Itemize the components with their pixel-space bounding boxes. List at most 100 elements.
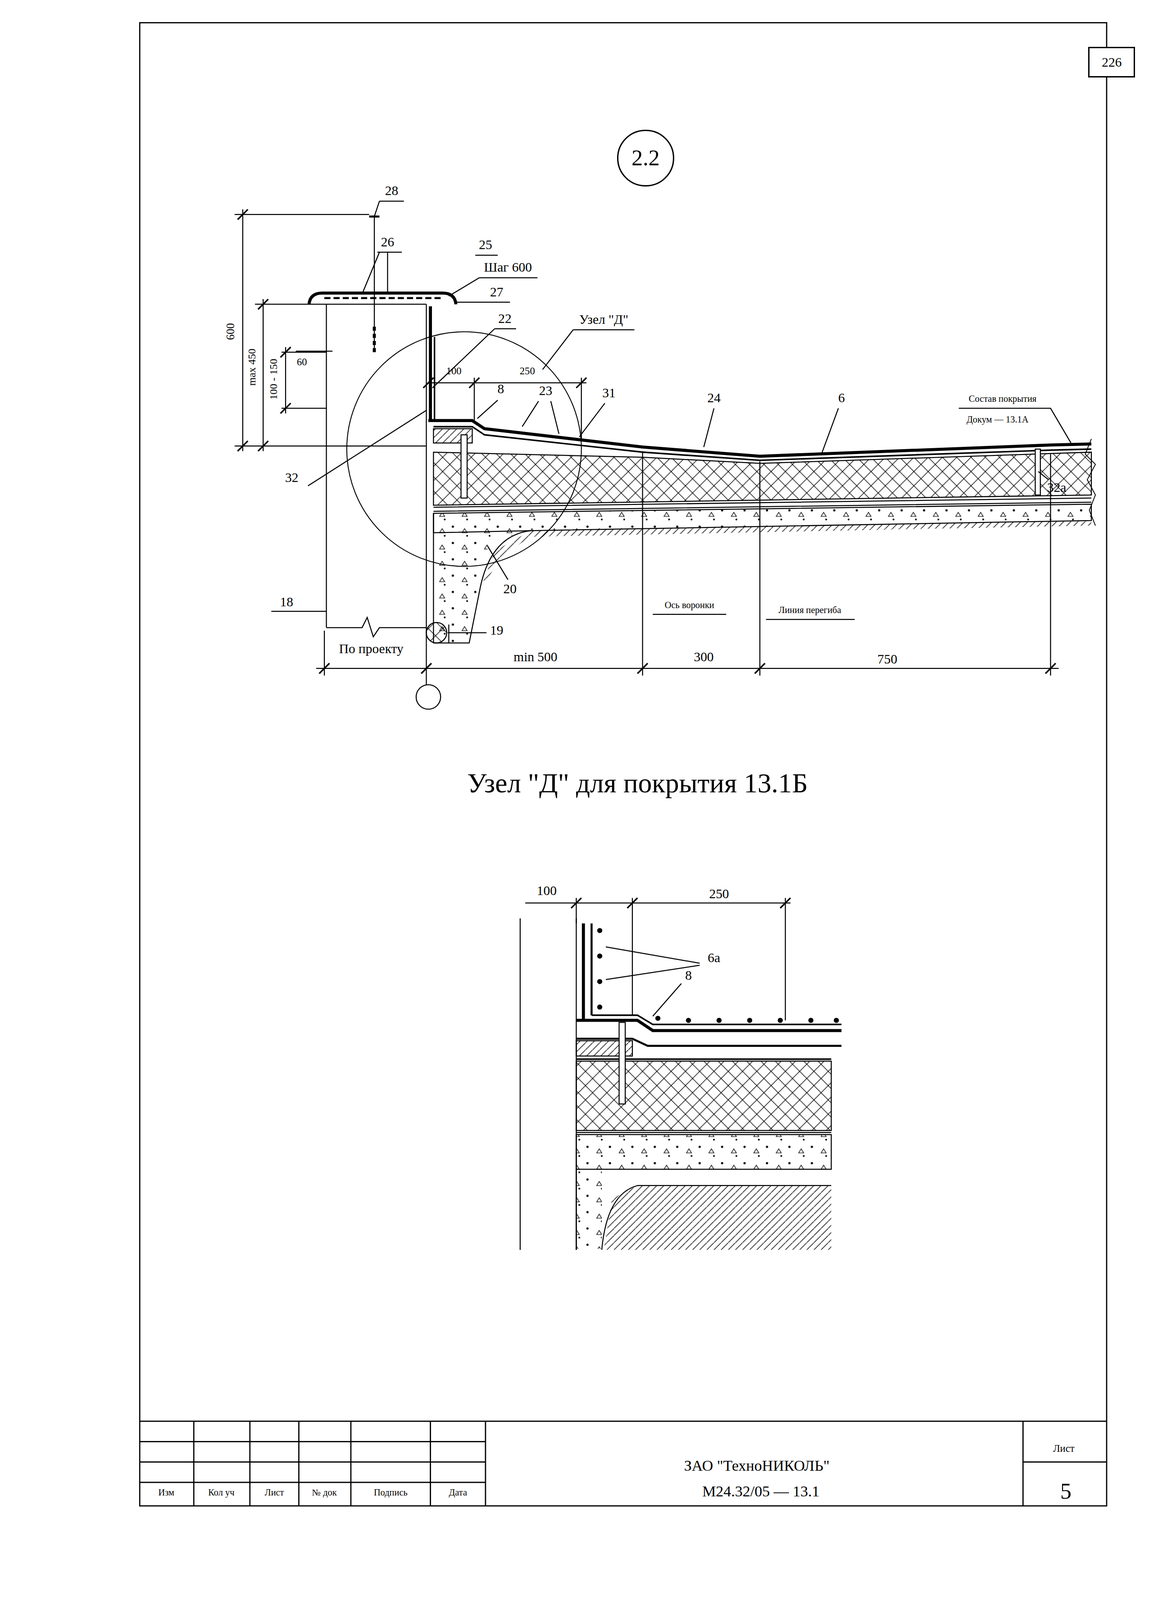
callout-number: 18 [280, 594, 294, 609]
sheet-frame-part [429, 1421, 432, 1506]
main-section-part [487, 545, 508, 580]
drawing-part-part [655, 1015, 661, 1021]
detail-d-part [581, 923, 586, 1021]
main-section-part [416, 684, 441, 709]
callout-number: 6а [707, 950, 721, 965]
callout-number: 60 [296, 356, 308, 368]
main-section-part [477, 399, 498, 419]
main-section-part [438, 530, 531, 643]
callout-number: 22 [498, 310, 512, 326]
main-section-part [581, 377, 582, 441]
main-section-part [324, 297, 443, 300]
drawing-label: Шаг 600 [484, 259, 532, 275]
main-section-part [432, 328, 517, 388]
detail-d-part [619, 1022, 626, 1104]
callout-number: 31 [602, 385, 616, 400]
drawing-label: max 450 [245, 348, 258, 386]
callout-number: 25 [478, 237, 492, 252]
detail-d-part [571, 897, 791, 909]
drawing-label: ЗАО "ТехноНИКОЛЬ" [684, 1457, 830, 1474]
drawing-part-part [747, 1017, 753, 1023]
drawing-label: Лист [264, 1487, 285, 1498]
main-section-part [295, 350, 333, 352]
main-section-part [522, 401, 559, 434]
main-section-part [433, 513, 531, 644]
main-section-part [426, 622, 447, 643]
drawing-label: Ось воронки [664, 599, 715, 610]
detail-d-part [525, 902, 791, 904]
callout-number: 32 [285, 470, 299, 485]
drawing-part [597, 927, 840, 1023]
main-section-part [281, 351, 327, 353]
detail-d-part [591, 1015, 842, 1025]
drawing-label: Состав покрытия [968, 393, 1037, 404]
callout-number: 8 [497, 381, 505, 396]
drawing-part-part [597, 978, 603, 984]
callout-number: 28 [385, 183, 399, 198]
drawing-label: М24.32/05 — 13.1 [702, 1482, 820, 1500]
main-section-part [461, 434, 468, 498]
main-section-part [428, 306, 432, 421]
main-section-part [425, 642, 427, 685]
main-section-part [423, 377, 587, 388]
callout-number: 250 [519, 365, 536, 377]
main-section-part [652, 613, 727, 615]
detail-d-part [576, 1020, 842, 1031]
main-section-part [428, 382, 587, 384]
main-section-part [447, 631, 487, 633]
drawing-part-part [808, 1017, 814, 1023]
callout-number: 6 [838, 390, 845, 405]
detail-d-part [603, 1185, 832, 1250]
main-section-part [285, 347, 287, 414]
drawing-part-part [716, 1017, 722, 1023]
detail-d-part [576, 1057, 831, 1060]
callout-number: 8 [685, 967, 692, 983]
drawing-label: Линия перегиба [778, 604, 842, 615]
drawing-part-part [597, 953, 603, 959]
main-section-part [374, 201, 405, 217]
sheet-frame-part [350, 1421, 352, 1506]
callout-number: 27 [490, 284, 504, 299]
callout-number: 20 [503, 581, 517, 596]
main-section-part [455, 301, 510, 303]
main-section-part [821, 408, 839, 455]
detail-d-part [652, 983, 682, 1017]
main-section-part [281, 407, 327, 409]
main-section-part [271, 610, 327, 612]
sheet-frame-part [298, 1421, 300, 1506]
main-section-part [262, 299, 264, 451]
drawing-label: По проекту [339, 641, 404, 656]
sheet-frame-part [485, 1421, 487, 1506]
drawing-label: Кол уч [208, 1487, 235, 1498]
drawing-label: Дата [448, 1487, 468, 1498]
main-section [234, 201, 1096, 710]
callout-number: 5 [1060, 1478, 1072, 1504]
main-section-part [433, 452, 1092, 506]
callout-number: 750 [877, 651, 898, 667]
drawing-part-part [597, 927, 603, 933]
sheet-frame [139, 22, 1107, 1506]
main-section-part [237, 209, 291, 452]
drawing-label: Узел "Д" [579, 312, 629, 327]
detail-d-part [576, 1169, 602, 1249]
detail-d-part [785, 897, 786, 1021]
detail-d-part [576, 1134, 831, 1170]
detail-d-part [576, 1169, 831, 1250]
main-section-part [642, 451, 644, 676]
node-text: 2.2 [631, 145, 660, 171]
callout-number: 100 [536, 883, 557, 898]
sheet-frame-part [139, 22, 1107, 1506]
sheet-frame-part [193, 1421, 195, 1506]
drawing-label: № док [312, 1487, 337, 1498]
main-section-part [542, 329, 635, 370]
callout-number: 300 [693, 649, 714, 664]
main-section-part [703, 408, 715, 447]
main-section-part [242, 209, 244, 452]
detail-d-part [631, 897, 633, 1015]
main-section-part [319, 663, 1056, 674]
sheet-frame-part [249, 1421, 251, 1506]
detail-d [520, 897, 842, 1250]
drawing-label: Подпись [373, 1487, 408, 1498]
drawing-label: min 500 [513, 649, 558, 664]
